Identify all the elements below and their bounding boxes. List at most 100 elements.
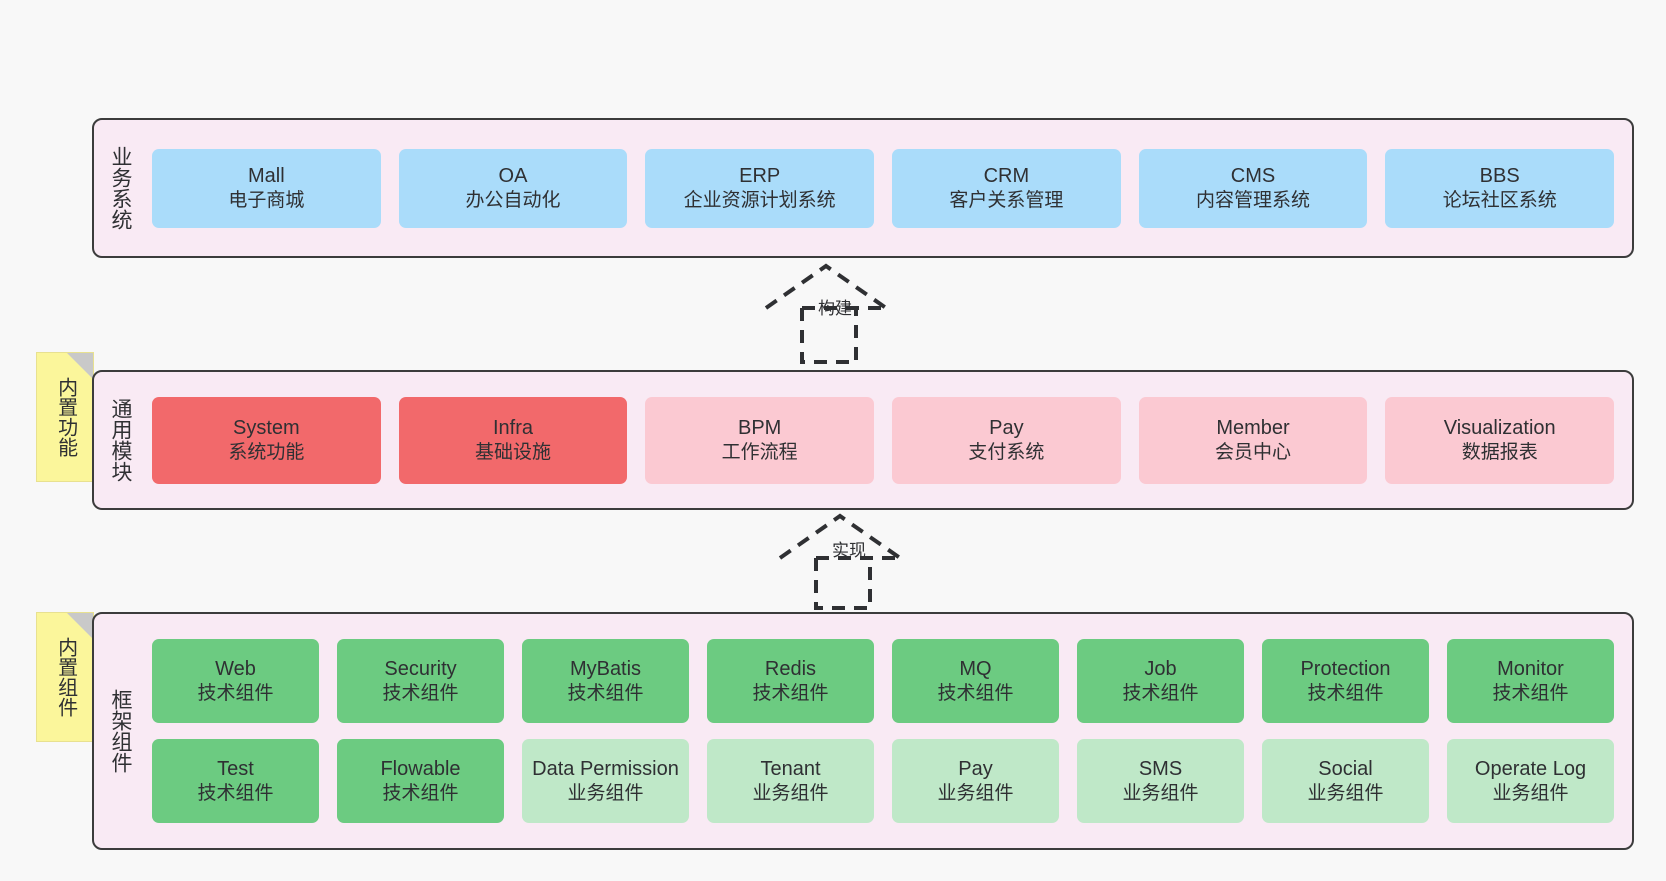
- card-redis[interactable]: Redis 技术组件: [707, 639, 874, 723]
- card-subtitle: 业务组件: [1307, 782, 1384, 804]
- card-mybatis[interactable]: MyBatis 技术组件: [522, 639, 689, 723]
- band-business-systems: 业务系统 Mall 电子商城 OA 办公自动化 ERP 企业资源计划系统 CRM…: [92, 118, 1634, 258]
- card-title: Tenant: [760, 758, 821, 781]
- card-pay[interactable]: Pay 支付系统: [892, 396, 1121, 484]
- card-title: Visualization: [1443, 417, 1556, 440]
- card-erp[interactable]: ERP 企业资源计划系统: [645, 148, 875, 228]
- card-bbs[interactable]: BBS 论坛社区系统: [1385, 148, 1615, 228]
- card-subtitle: 技术组件: [937, 682, 1014, 704]
- card-security[interactable]: Security 技术组件: [337, 639, 504, 723]
- card-data-permission[interactable]: Data Permission 业务组件: [522, 739, 689, 823]
- card-member[interactable]: Member 会员中心: [1138, 396, 1368, 484]
- note-builtin-feature: 内置功能: [36, 352, 94, 482]
- card-subtitle: 技术组件: [197, 782, 274, 804]
- card-row: Test 技术组件 Flowable 技术组件 Data Permission …: [152, 739, 1614, 823]
- card-title: Flowable: [380, 758, 461, 781]
- card-title: Social: [1318, 758, 1373, 781]
- card-title: BPM: [738, 417, 782, 440]
- card-subtitle: 企业资源计划系统: [683, 189, 836, 211]
- connector-build: 构建: [756, 258, 946, 370]
- card-test[interactable]: Test 技术组件: [152, 739, 319, 823]
- card-subtitle: 论坛社区系统: [1442, 189, 1557, 211]
- card-title: BBS: [1479, 165, 1520, 188]
- card-subtitle: 业务组件: [937, 782, 1014, 804]
- card-row: System 系统功能 Infra 基础设施 BPM 工作流程 Pay 支付系统…: [152, 396, 1615, 484]
- card-title: SMS: [1138, 758, 1183, 781]
- card-subtitle: 系统功能: [228, 441, 305, 463]
- card-title: Pay: [989, 417, 1024, 440]
- card-subtitle: 技术组件: [382, 682, 459, 704]
- card-subtitle: 数据报表: [1461, 441, 1538, 463]
- card-row: Web 技术组件 Security 技术组件 MyBatis 技术组件 Redi…: [152, 639, 1614, 723]
- card-title: Security: [384, 658, 457, 681]
- card-system[interactable]: System 系统功能: [152, 396, 381, 484]
- card-operate-log[interactable]: Operate Log 业务组件: [1447, 739, 1614, 823]
- card-subtitle: 技术组件: [1307, 682, 1384, 704]
- card-sms[interactable]: SMS 业务组件: [1077, 739, 1244, 823]
- card-title: MyBatis: [569, 658, 642, 681]
- card-title: Member: [1216, 417, 1290, 440]
- band-title-framework-components: 框架组件: [108, 689, 132, 773]
- card-subtitle: 业务组件: [752, 782, 829, 804]
- card-subtitle: 业务组件: [567, 782, 644, 804]
- card-subtitle: 工作流程: [721, 441, 798, 463]
- card-subtitle: 技术组件: [1492, 682, 1569, 704]
- card-grid-common-modules: System 系统功能 Infra 基础设施 BPM 工作流程 Pay 支付系统…: [142, 372, 1632, 508]
- card-subtitle: 办公自动化: [465, 189, 561, 211]
- card-subtitle: 业务组件: [1492, 782, 1569, 804]
- card-subtitle: 技术组件: [567, 682, 644, 704]
- card-subtitle: 业务组件: [1122, 782, 1199, 804]
- card-title: OA: [498, 165, 528, 188]
- card-protection[interactable]: Protection 技术组件: [1262, 639, 1429, 723]
- card-subtitle: 基础设施: [475, 441, 552, 463]
- card-title: Pay: [958, 758, 993, 781]
- card-title: MQ: [959, 658, 992, 681]
- card-web[interactable]: Web 技术组件: [152, 639, 319, 723]
- card-title: ERP: [739, 165, 781, 188]
- card-title: CMS: [1230, 165, 1276, 188]
- card-flowable[interactable]: Flowable 技术组件: [337, 739, 504, 823]
- card-row: Mall 电子商城 OA 办公自动化 ERP 企业资源计划系统 CRM 客户关系…: [152, 148, 1615, 228]
- card-title: Redis: [764, 658, 817, 681]
- card-subtitle: 客户关系管理: [949, 189, 1064, 211]
- card-oa[interactable]: OA 办公自动化: [398, 148, 628, 228]
- card-subtitle: 技术组件: [382, 782, 459, 804]
- card-title: CRM: [983, 165, 1030, 188]
- generalization-arrow-icon: [778, 513, 902, 610]
- card-title: System: [232, 417, 300, 440]
- card-bpm[interactable]: BPM 工作流程: [645, 396, 875, 484]
- card-title: Monitor: [1497, 658, 1564, 681]
- connector-label: 实现: [832, 541, 866, 560]
- card-grid-framework-components: Web 技术组件 Security 技术组件 MyBatis 技术组件 Redi…: [142, 614, 1632, 848]
- card-title: Test: [217, 758, 254, 781]
- band-title-business-systems: 业务系统: [108, 146, 132, 230]
- card-title: Job: [1144, 658, 1177, 681]
- connector-label: 构建: [818, 299, 852, 318]
- card-title: Infra: [492, 417, 534, 440]
- card-title: Protection: [1300, 658, 1391, 681]
- card-infra[interactable]: Infra 基础设施: [398, 396, 628, 484]
- card-social[interactable]: Social 业务组件: [1262, 739, 1429, 823]
- card-subtitle: 技术组件: [1122, 682, 1199, 704]
- band-framework-components: 框架组件 Web 技术组件 Security 技术组件 MyBatis 技术组件…: [92, 612, 1634, 850]
- card-subtitle: 内容管理系统: [1196, 189, 1311, 211]
- card-subtitle: 技术组件: [197, 682, 274, 704]
- card-mall[interactable]: Mall 电子商城: [152, 148, 381, 228]
- card-title: Data Permission: [532, 758, 679, 781]
- card-mq[interactable]: MQ 技术组件: [892, 639, 1059, 723]
- card-subtitle: 技术组件: [752, 682, 829, 704]
- connector-implement: 实现: [770, 510, 960, 612]
- band-common-modules: 通用模块 System 系统功能 Infra 基础设施 BPM 工作流程 Pay…: [92, 370, 1634, 510]
- card-grid-business-systems: Mall 电子商城 OA 办公自动化 ERP 企业资源计划系统 CRM 客户关系…: [142, 120, 1632, 256]
- card-visualization[interactable]: Visualization 数据报表: [1385, 396, 1615, 484]
- card-monitor[interactable]: Monitor 技术组件: [1447, 639, 1614, 723]
- card-tenant[interactable]: Tenant 业务组件: [707, 739, 874, 823]
- card-title: Mall: [248, 165, 285, 188]
- card-crm[interactable]: CRM 客户关系管理: [892, 148, 1121, 228]
- card-title: Operate Log: [1474, 758, 1587, 781]
- card-pay-component[interactable]: Pay 业务组件: [892, 739, 1059, 823]
- card-job[interactable]: Job 技术组件: [1077, 639, 1244, 723]
- generalization-arrow-icon: [764, 263, 888, 364]
- band-title-common-modules: 通用模块: [108, 398, 132, 482]
- card-cms[interactable]: CMS 内容管理系统: [1138, 148, 1368, 228]
